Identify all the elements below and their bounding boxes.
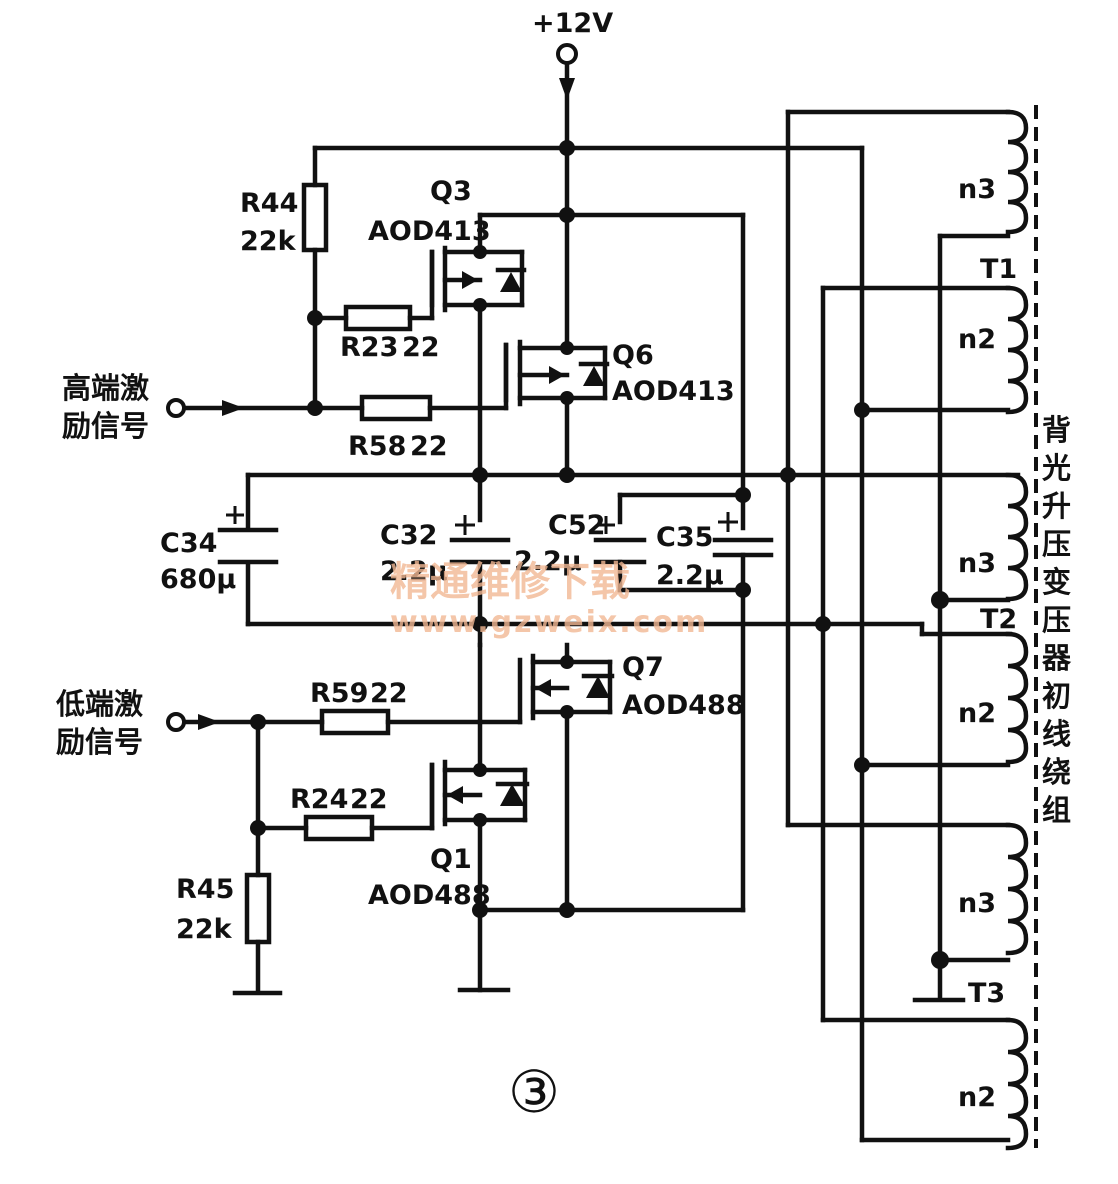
- r45-ref: R45: [176, 874, 234, 905]
- c34-ref: C34: [160, 528, 217, 559]
- transistor-q7: [517, 653, 615, 725]
- svg-text:升: 升: [1042, 489, 1071, 523]
- t2-n3-label: n3: [958, 548, 996, 579]
- svg-text:初: 初: [1042, 679, 1071, 713]
- transistor-q6: [503, 339, 610, 407]
- r24-value: 22: [350, 784, 388, 815]
- svg-text:背: 背: [1042, 413, 1071, 447]
- svg-text:压: 压: [1042, 527, 1071, 561]
- svg-text:组: 组: [1042, 793, 1071, 827]
- r58-value: 22: [410, 431, 448, 462]
- supply-terminal: [556, 43, 578, 65]
- figure-number: ③: [508, 1058, 560, 1126]
- r59-ref: R59: [310, 678, 368, 709]
- supply-label: +12V: [532, 8, 613, 39]
- high-input-terminal: [166, 398, 186, 418]
- svg-text:变: 变: [1042, 565, 1071, 599]
- terminals: [166, 43, 966, 1003]
- r23-ref: R23: [340, 332, 398, 363]
- capacitors: [217, 506, 774, 565]
- resistors: [244, 182, 433, 945]
- t1-n3-label: n3: [958, 174, 996, 205]
- svg-text:光: 光: [1042, 451, 1071, 485]
- q1-ref: Q1: [430, 844, 472, 875]
- R24-body: [303, 814, 375, 842]
- q7-part: AOD488: [622, 690, 745, 721]
- low-input-terminal: [166, 712, 186, 732]
- high-input-label-2: 励信号: [62, 409, 149, 443]
- t3-ref: T3: [968, 978, 1005, 1009]
- c35-value: 2.2μ: [656, 560, 724, 591]
- svg-text:线: 线: [1042, 717, 1071, 751]
- t3-n3-label: n3: [958, 888, 996, 919]
- q6-ref: Q6: [612, 340, 654, 371]
- q6-part: AOD413: [612, 376, 735, 407]
- junction-dots: [250, 140, 949, 969]
- R44-body: [301, 182, 329, 253]
- c52-ref: C52: [548, 510, 605, 541]
- R23-body: [343, 304, 413, 332]
- high-input-label-1: 高端激: [62, 371, 149, 405]
- c32-value: 2.2μ: [380, 556, 448, 587]
- svg-text:器: 器: [1041, 641, 1072, 675]
- R58-body: [359, 394, 433, 422]
- low-input-label-1: 低端激: [55, 687, 143, 721]
- R59-body: [319, 708, 391, 736]
- side-label: 背 光 升 压 变 压 器 初 线 绕 组: [1041, 413, 1072, 827]
- r58-ref: R58: [348, 431, 406, 462]
- r45-value: 22k: [176, 914, 233, 945]
- svg-text:压: 压: [1042, 603, 1071, 637]
- wiring: [182, 59, 1021, 1143]
- transformer-windings: [1005, 105, 1038, 1151]
- t2-n2-label: n2: [958, 698, 996, 729]
- watermark-url: www.gzweix.com: [390, 605, 708, 640]
- q3-part: AOD413: [368, 216, 491, 247]
- R45-body: [244, 872, 272, 945]
- watermark-text: 精通维修下载: [390, 559, 630, 605]
- r59-value: 22: [370, 678, 408, 709]
- q3-ref: Q3: [430, 176, 472, 207]
- c52-value: 2.2μ: [514, 546, 582, 577]
- c35-ref: C35: [656, 522, 713, 553]
- c32-ref: C32: [380, 520, 437, 551]
- q1-part: AOD488: [368, 880, 491, 911]
- t1-ref: T1: [980, 254, 1017, 285]
- t2-ref: T2: [980, 604, 1017, 635]
- svg-text:绕: 绕: [1042, 755, 1071, 789]
- c34-value: 680μ: [160, 564, 236, 595]
- r23-value: 22: [402, 332, 440, 363]
- labels: +12V R44 22k R23 22 R58 22 R59 22 R24 22…: [55, 8, 1072, 1126]
- r24-ref: R24: [290, 784, 348, 815]
- t3-n2-label: n2: [958, 1082, 996, 1113]
- low-input-label-2: 励信号: [56, 725, 143, 759]
- q7-ref: Q7: [622, 652, 664, 683]
- t1-n2-label: n2: [958, 324, 996, 355]
- r44-value: 22k: [240, 226, 297, 257]
- watermark: 精通维修下载 www.gzweix.com: [390, 559, 708, 640]
- r44-ref: R44: [240, 188, 298, 219]
